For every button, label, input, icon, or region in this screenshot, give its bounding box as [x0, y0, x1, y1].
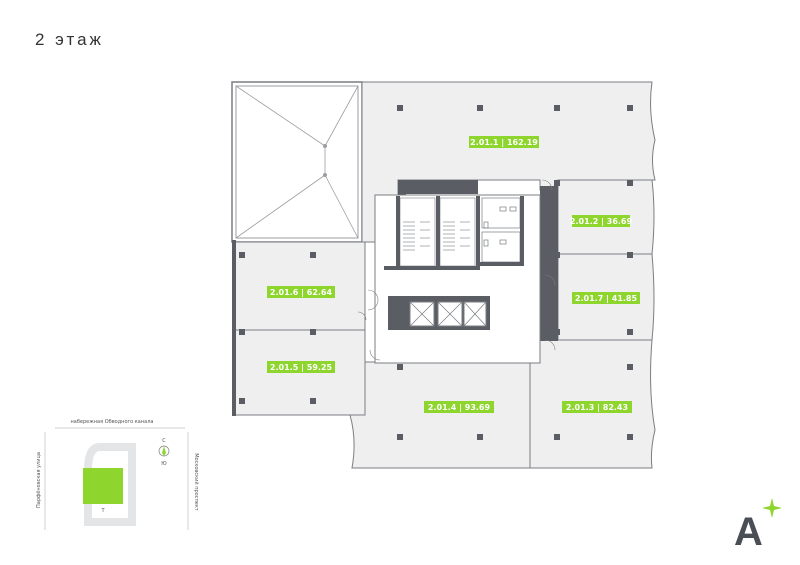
- columns: [239, 105, 633, 440]
- unit-2.01.4[interactable]: [349, 361, 531, 469]
- unit-label-2.01.1[interactable]: 2.01.1 | 162.19: [469, 136, 539, 148]
- unit-label-text: 2.01.4 | 93.69: [428, 403, 491, 412]
- building-marker-label: T: [100, 508, 105, 514]
- unit-label-2.01.6[interactable]: 2.01.6 | 62.64: [267, 286, 335, 298]
- doors: [357, 179, 556, 361]
- unit-label-2.01.3[interactable]: 2.01.3 | 82.43: [562, 401, 632, 413]
- compass-north-label: С: [162, 438, 166, 444]
- site-map: набережная Обводного канала Парфёновская…: [36, 419, 200, 530]
- floor-title: 2 этаж: [35, 30, 104, 49]
- unit-label-2.01.5[interactable]: 2.01.5 | 59.25: [267, 361, 335, 373]
- building-core: [374, 194, 541, 364]
- street-left-label: Парфёновская улица: [36, 452, 42, 508]
- star-icon: [762, 498, 782, 518]
- unit-label-2.01.7[interactable]: 2.01.7 | 41.85: [572, 292, 640, 304]
- unit-label-text: 2.01.2 | 36.69: [570, 217, 633, 226]
- unit-label-text: 2.01.6 | 62.64: [270, 288, 333, 297]
- unit-label-2.01.4[interactable]: 2.01.4 | 93.69: [424, 401, 494, 413]
- unit-label-text: 2.01.7 | 41.85: [575, 294, 638, 303]
- unit-label-text: 2.01.5 | 59.25: [270, 363, 333, 372]
- elevator-shafts: [388, 296, 490, 330]
- logo-letter: A: [734, 510, 763, 554]
- compass-icon: С Ю: [158, 438, 170, 467]
- atrium-void: [231, 81, 363, 243]
- building-marker: [83, 468, 123, 504]
- unit-label-text: 2.01.3 | 82.43: [566, 403, 628, 412]
- compass-south-label: Ю: [161, 461, 167, 467]
- brand-logo: A: [734, 498, 782, 554]
- street-right-label: Московский проспект: [193, 453, 200, 511]
- unit-label-text: 2.01.1 | 162.19: [470, 138, 538, 147]
- street-top-label: набережная Обводного канала: [71, 419, 154, 425]
- unit-label-2.01.2[interactable]: 2.01.2 | 36.69: [570, 215, 633, 227]
